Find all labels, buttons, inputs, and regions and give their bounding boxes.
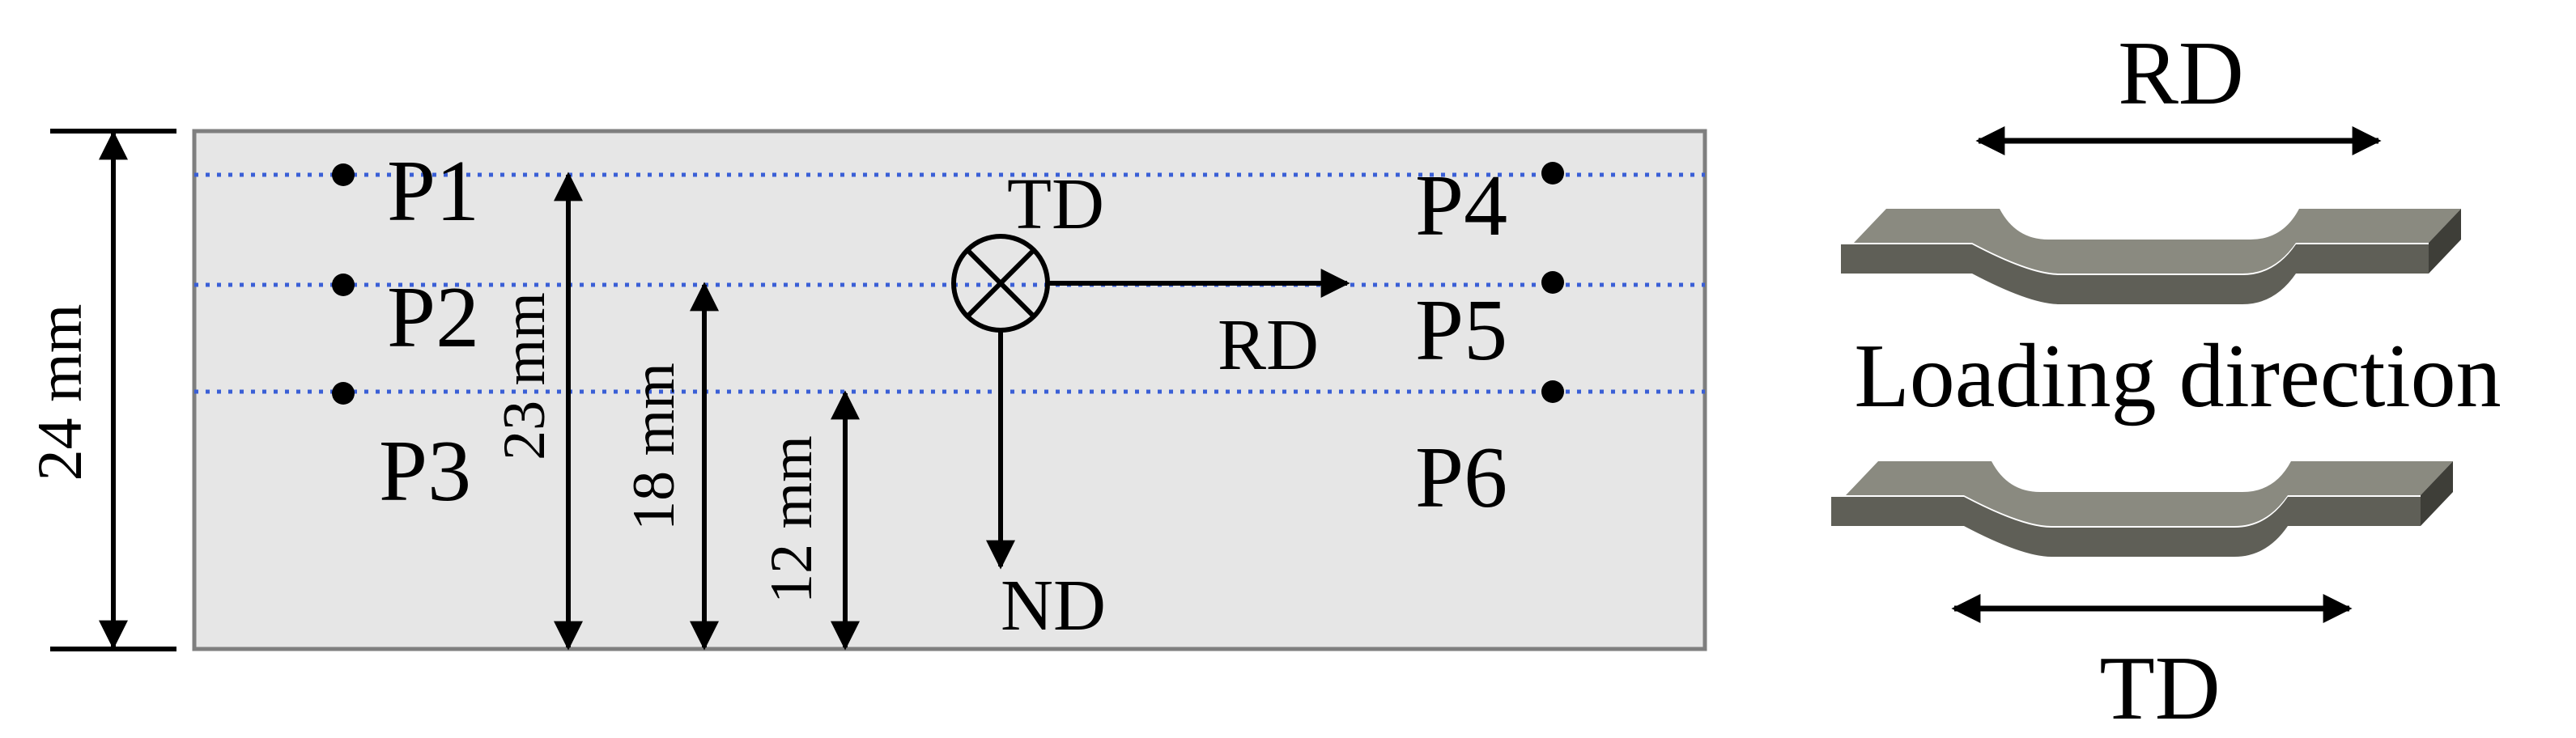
point-marker-p3 — [332, 382, 355, 405]
axis-label-rd: RD — [1218, 305, 1319, 385]
height-label-12mm: 12 mm — [759, 435, 825, 604]
td-cross-line-b — [965, 248, 1036, 319]
specimen-td-front-face — [1831, 497, 2421, 557]
sheet-plate-diagram: 24 mm P1 P2 P3 P4 P5 P6 23 mm 18 mm 12 m… — [24, 129, 1707, 651]
point-label-p6: P6 — [1415, 430, 1507, 526]
loading-direction-label: Loading direction — [1854, 326, 2501, 426]
height-label-18mm: 18 mm — [621, 363, 687, 531]
height-label-23mm: 23 mm — [491, 292, 558, 460]
specimen-rd-label: RD — [2118, 23, 2244, 124]
point-marker-p4 — [1541, 162, 1564, 184]
point-label-p2: P2 — [387, 269, 479, 366]
point-label-p5: P5 — [1415, 282, 1507, 379]
point-marker-p6 — [1541, 380, 1564, 403]
specimen-diagram: RD Loading direction TD — [1831, 23, 2502, 738]
specimen-td-side-face — [2421, 461, 2453, 526]
axis-label-nd: ND — [1001, 566, 1106, 646]
specimen-td-label: TD — [2099, 638, 2220, 738]
point-label-p1: P1 — [387, 143, 479, 240]
specimen-rd-top-face — [1854, 209, 2461, 274]
axis-label-td: TD — [1007, 164, 1104, 244]
dimension-label-24mm: 24 mm — [24, 304, 95, 481]
specimen-td-top-face — [1846, 461, 2453, 526]
point-marker-p2 — [332, 274, 355, 296]
specimen-rd-front-face — [1841, 244, 2429, 304]
dogbone-specimen-td — [1831, 461, 2453, 557]
point-marker-p1 — [332, 163, 355, 186]
dogbone-specimen-rd — [1841, 209, 2461, 304]
point-label-p4: P4 — [1415, 158, 1507, 254]
point-label-p3: P3 — [379, 423, 471, 520]
specimen-rd-side-face — [2429, 209, 2461, 274]
point-marker-p5 — [1541, 271, 1564, 294]
